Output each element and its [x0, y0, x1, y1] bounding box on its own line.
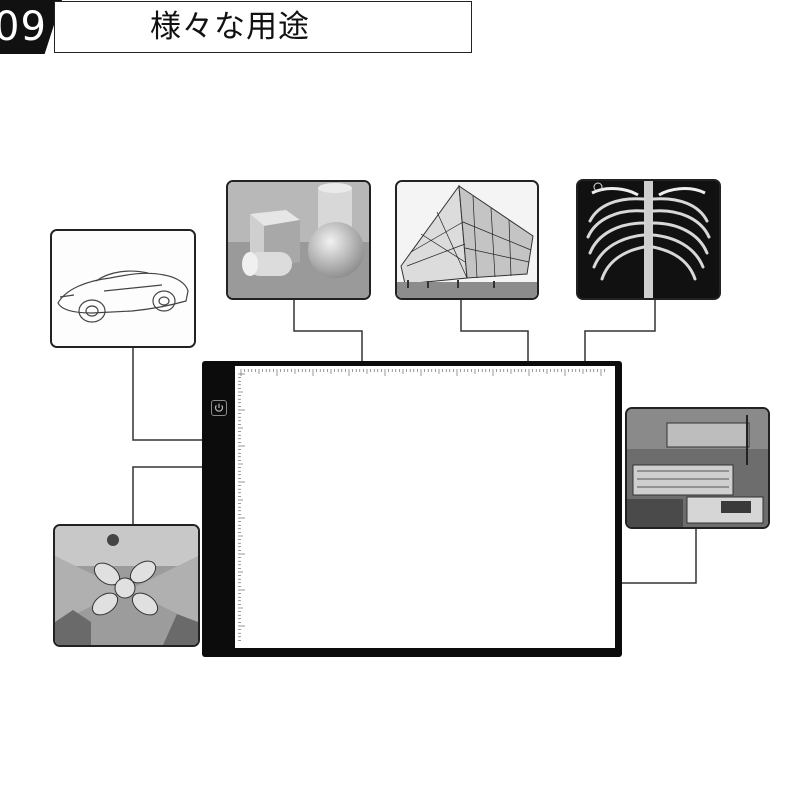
- connector-architecture: [460, 296, 529, 361]
- hands-art-icon: [53, 524, 200, 647]
- connector-car: [132, 345, 202, 441]
- connector-hands: [132, 466, 202, 527]
- section-number: 09: [0, 4, 47, 50]
- section-header: 09 様々な用途: [0, 0, 472, 54]
- section-title: 様々な用途: [150, 9, 310, 45]
- ruler-scale: [238, 369, 605, 641]
- car-sketch-icon: [50, 229, 196, 348]
- connector-xray: [584, 296, 656, 361]
- architecture-icon: [395, 180, 539, 300]
- section-title-box: [54, 1, 472, 53]
- light-pad-screen: [235, 366, 615, 648]
- connector-machine: [622, 525, 697, 584]
- still-life-icon: [226, 180, 371, 300]
- power-button[interactable]: [211, 400, 227, 416]
- power-icon: [214, 403, 224, 412]
- machine-icon: [625, 407, 770, 529]
- connector-still-life: [293, 296, 363, 361]
- xray-icon: [576, 179, 721, 300]
